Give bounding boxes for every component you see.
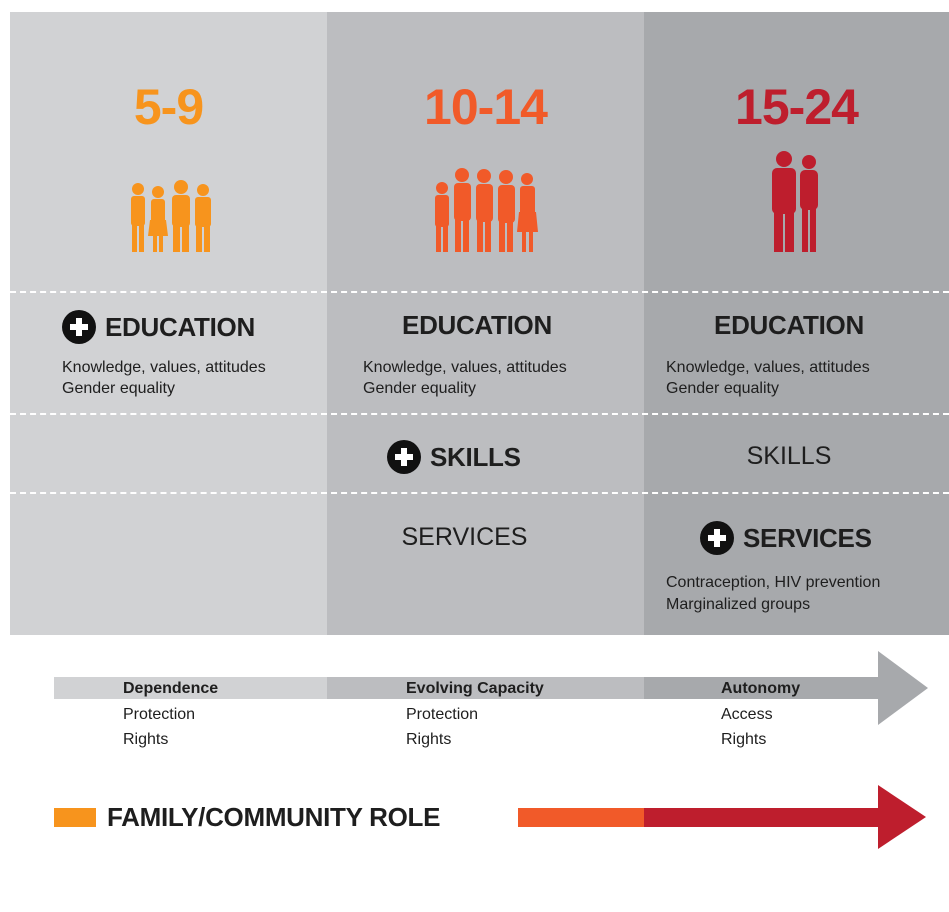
services-label: SERVICES bbox=[743, 523, 872, 553]
age-label-5-9: 5-9 bbox=[133, 79, 204, 135]
age-label-15-24: 15-24 bbox=[735, 79, 859, 135]
services-heading-col3: SERVICES bbox=[700, 521, 872, 555]
education-line-2-col2: Gender equality bbox=[363, 380, 476, 397]
divider-skills bbox=[10, 413, 949, 415]
skills-label: SKILLS bbox=[430, 442, 521, 472]
family-role-arrow-orange bbox=[518, 808, 644, 827]
divider-services bbox=[10, 492, 949, 494]
plus-icon bbox=[387, 440, 421, 474]
stage-bar-evolving bbox=[327, 677, 644, 699]
young-adolescents-group-icon bbox=[435, 168, 538, 252]
education-line-1-col3: Knowledge, values, attitudes bbox=[666, 359, 870, 376]
skills-plain-col3: SKILLS bbox=[746, 442, 832, 470]
stage-line-1-evolving: Protection bbox=[406, 706, 479, 723]
young-couple-icon bbox=[772, 151, 818, 252]
education-heading-col2: EDUCATION bbox=[402, 310, 552, 340]
stage-title-dependence: Dependence bbox=[123, 680, 219, 697]
education-heading-col3: EDUCATION bbox=[714, 310, 864, 340]
plus-icon bbox=[700, 521, 734, 555]
arrow-right-icon bbox=[878, 651, 928, 725]
stage-line-2-evolving: Rights bbox=[406, 731, 452, 748]
education-line-1-col2: Knowledge, values, attitudes bbox=[363, 359, 567, 376]
stage-line-1-dependence: Protection bbox=[123, 706, 196, 723]
stage-title-evolving: Evolving Capacity bbox=[406, 680, 544, 697]
skills-heading-col2: SKILLS bbox=[387, 440, 521, 474]
education-line-1-col1: Knowledge, values, attitudes bbox=[62, 359, 266, 376]
age-label-10-14: 10-14 bbox=[424, 79, 548, 135]
services-line-2-col3: Marginalized groups bbox=[666, 596, 811, 613]
stage-title-autonomy: Autonomy bbox=[721, 680, 801, 697]
education-line-2-col1: Gender equality bbox=[62, 380, 175, 397]
divider-education bbox=[10, 291, 949, 293]
stage-bar-dependence bbox=[54, 677, 327, 699]
family-role-swatch bbox=[54, 808, 96, 827]
services-plain-col2: SERVICES bbox=[401, 523, 528, 551]
stage-bar-autonomy bbox=[644, 677, 880, 699]
arrow-right-icon bbox=[878, 785, 926, 849]
education-label: EDUCATION bbox=[105, 312, 255, 342]
education-line-2-col3: Gender equality bbox=[666, 380, 779, 397]
services-line-1-col3: Contraception, HIV prevention bbox=[666, 574, 881, 591]
family-role-label: FAMILY/COMMUNITY ROLE bbox=[107, 802, 441, 832]
children-group-icon bbox=[131, 180, 211, 252]
plus-icon bbox=[62, 310, 96, 344]
stage-line-2-dependence: Rights bbox=[123, 731, 169, 748]
column-age-10-14 bbox=[327, 12, 644, 635]
column-age-15-24 bbox=[644, 12, 949, 635]
stage-line-1-autonomy: Access bbox=[721, 706, 773, 723]
education-heading-col1: EDUCATION bbox=[62, 310, 255, 344]
family-role-arrow-red bbox=[644, 808, 880, 827]
stage-line-2-autonomy: Rights bbox=[721, 731, 767, 748]
